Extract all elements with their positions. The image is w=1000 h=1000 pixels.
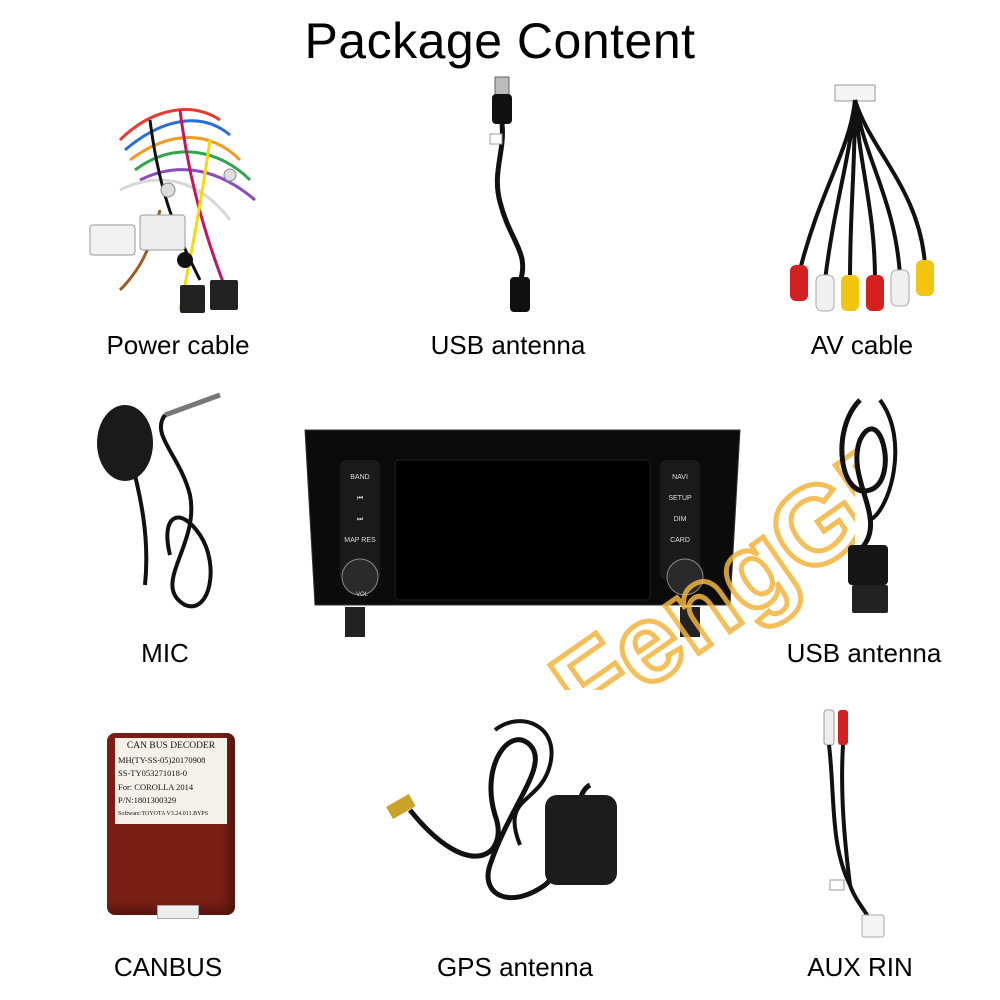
av-cable-image (790, 84, 934, 312)
head-unit-buttons-right: NAVI SETUP DIM CARD (662, 467, 698, 551)
usb-antenna-image (489, 76, 530, 312)
item-label-usb-antenna-top: USB antenna (430, 330, 586, 360)
decoder-label: CAN BUS DECODER MH(TY-SS-05)20170908 SS-… (115, 738, 227, 824)
item-label-usb-antenna-right: USB antenna (786, 638, 942, 668)
aux-rin-image (823, 709, 885, 938)
mic-image (97, 392, 221, 609)
setup-button: SETUP (668, 495, 692, 502)
head-unit-image (304, 429, 741, 637)
navi-button: NAVI (672, 474, 688, 481)
prev-button: ⏮ (356, 495, 364, 502)
map-res-button: MAP RES (344, 537, 376, 544)
decoder-line-2: MH(TY-SS-05)20170908 (118, 754, 206, 765)
decoder-connector (157, 905, 199, 919)
usb-antenna-right-image (839, 398, 898, 613)
item-label-mic: MIC (141, 638, 189, 668)
power-cable-image (89, 108, 256, 313)
decoder-line-5: P/N:1801300329 (118, 795, 177, 805)
next-button: ⏭ (356, 516, 364, 523)
item-label-av-cable: AV cable (810, 330, 914, 360)
head-unit-buttons-left: BAND ⏮ ⏭ MAP RES (342, 467, 378, 551)
vol-knob-label: VOL (355, 592, 368, 598)
item-label-aux-rin: AUX RIN (807, 952, 913, 982)
canbus-image: CAN BUS DECODER MH(TY-SS-05)20170908 SS-… (107, 733, 235, 919)
gps-antenna-image (386, 719, 617, 901)
decoder-line-4: For: COROLLA 2014 (118, 781, 194, 792)
item-label-power-cable: Power cable (106, 330, 250, 360)
card-button: CARD (670, 537, 690, 544)
item-label-canbus: CANBUS (113, 952, 223, 982)
decoder-line-3: SS-TY053271018-0 (118, 768, 187, 778)
decoder-line-6: Software:TOYOTA V3.24.011.BYPS (118, 810, 209, 817)
item-label-gps-antenna: GPS antenna (436, 952, 594, 982)
decoder-line-1: CAN BUS DECODER (126, 741, 216, 751)
page-title: Package Content (304, 13, 696, 69)
dim-button: DIM (673, 516, 687, 523)
fenggps-watermark: FengGPS (528, 430, 855, 690)
band-button: BAND (350, 474, 370, 481)
